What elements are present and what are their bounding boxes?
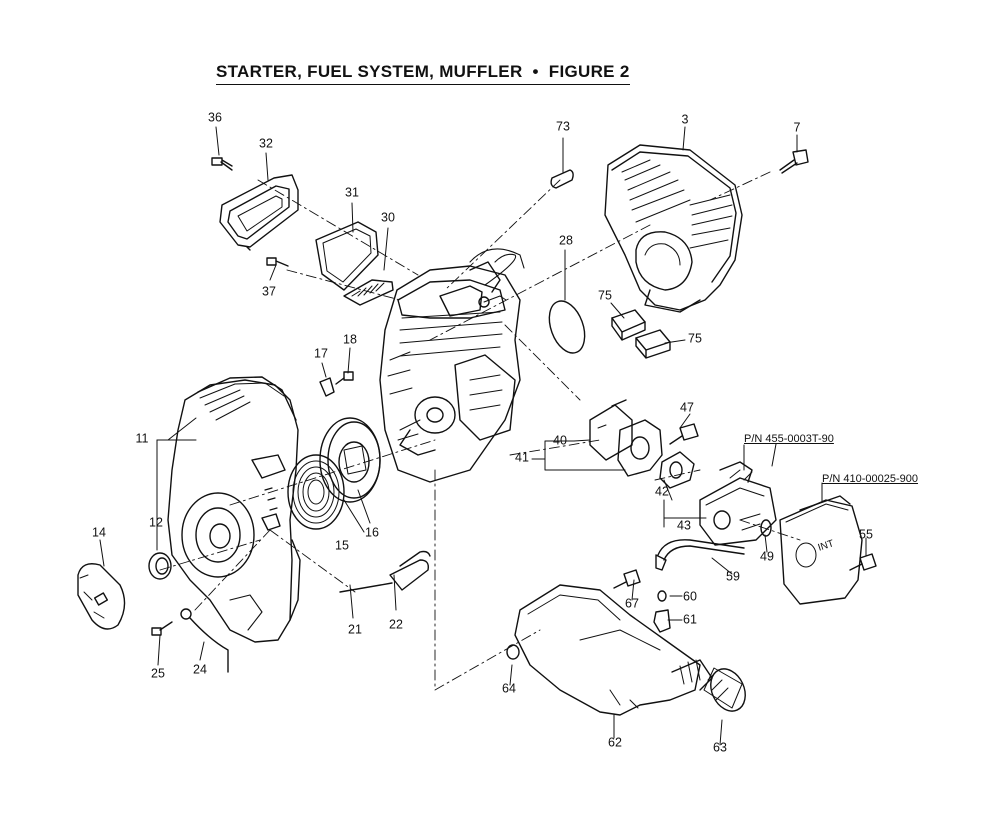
callout-3: 3 <box>681 112 689 127</box>
callout-7: 7 <box>793 120 801 135</box>
callout-43: 43 <box>677 518 691 533</box>
part-15-spring <box>288 455 344 529</box>
leader-lines <box>100 127 866 745</box>
callout-40: 40 <box>553 433 567 448</box>
callout-16: 16 <box>365 525 379 540</box>
part-28-gasket <box>543 296 592 358</box>
part-42-gasket <box>660 452 694 488</box>
part-36-screw <box>212 158 232 170</box>
callout-67: 67 <box>625 596 639 611</box>
assembly-axis-lines <box>160 172 800 690</box>
part-60-grommet <box>658 591 666 601</box>
part-16-pulley <box>320 418 380 502</box>
air-cleaner-part-number: P/N 410-00025-900 <box>822 473 919 485</box>
callout-11: 11 <box>135 431 149 446</box>
part-61-filter <box>654 610 670 632</box>
callout-49: 49 <box>760 549 774 564</box>
callout-32: 32 <box>259 136 273 151</box>
callout-15: 15 <box>335 538 349 553</box>
part-11-starter-housing <box>168 377 300 642</box>
part-64-grommet <box>507 645 519 659</box>
figure-number: FIGURE 2 <box>548 62 630 81</box>
part-14-drum <box>78 564 125 629</box>
callout-14: 14 <box>92 525 106 540</box>
callout-17: 17 <box>314 346 328 361</box>
part-18-screw <box>336 372 353 384</box>
engine-block <box>380 249 524 482</box>
part-7-screw <box>780 150 808 173</box>
callout-55: 55 <box>859 527 873 542</box>
part-12-ratchet <box>149 553 171 579</box>
part-43-carburetor <box>700 462 776 545</box>
part-37-screw <box>267 258 288 266</box>
callout-28: 28 <box>559 233 573 248</box>
part-55-screw <box>850 554 876 570</box>
callout-59: 59 <box>726 569 740 584</box>
part-25-screw <box>152 622 172 635</box>
part-47-screw <box>670 424 698 444</box>
callout-30: 30 <box>381 210 395 225</box>
callout-60: 60 <box>683 589 697 604</box>
callout-22: 22 <box>389 617 403 632</box>
callout-24: 24 <box>193 662 207 677</box>
callout-64: 64 <box>502 681 516 696</box>
part-31-gasket <box>316 222 378 290</box>
callout-18: 18 <box>343 332 357 347</box>
callout-73: 73 <box>556 119 570 134</box>
part-63-cap <box>704 663 752 716</box>
callout-62: 62 <box>608 735 622 750</box>
callout-36: 36 <box>208 110 222 125</box>
callout-75-lower: 75 <box>688 331 702 346</box>
part-17-pawl <box>320 378 334 396</box>
title-separator: • <box>532 62 539 81</box>
part-73-pin <box>551 170 573 188</box>
part-62-fuel-tank <box>515 585 712 715</box>
part-24-wire <box>181 609 228 672</box>
callout-41: 41 <box>515 450 529 465</box>
callout-25: 25 <box>151 666 165 681</box>
part-22-handle <box>390 552 430 591</box>
callout-37: 37 <box>262 284 276 299</box>
part-49-oring <box>761 520 771 536</box>
callout-42: 42 <box>655 484 669 499</box>
callout-61: 61 <box>683 612 697 627</box>
part-59-fuel-line <box>656 540 744 570</box>
part-40-gasket <box>590 405 632 460</box>
part-75-pads <box>612 310 670 358</box>
air-cleaner-assembly <box>780 496 862 604</box>
callout-12: 12 <box>149 515 163 530</box>
part-67-fitting <box>614 570 640 588</box>
part-41-insulator <box>612 400 662 476</box>
callout-47: 47 <box>680 400 694 415</box>
callout-75-upper: 75 <box>598 288 612 303</box>
callout-31: 31 <box>345 185 359 200</box>
part-21-rope <box>340 583 392 592</box>
carburetor-part-number: P/N 455-0003T-90 <box>744 433 834 445</box>
callout-21: 21 <box>348 622 362 637</box>
callout-63: 63 <box>713 740 727 755</box>
part-30-screen <box>344 280 393 305</box>
part-32-muffler-cover <box>220 175 298 250</box>
figure-title: STARTER, FUEL SYSTEM, MUFFLER • FIGURE 2 <box>216 62 630 85</box>
title-text: STARTER, FUEL SYSTEM, MUFFLER <box>216 62 523 81</box>
part-3-cylinder-cover <box>605 145 742 312</box>
